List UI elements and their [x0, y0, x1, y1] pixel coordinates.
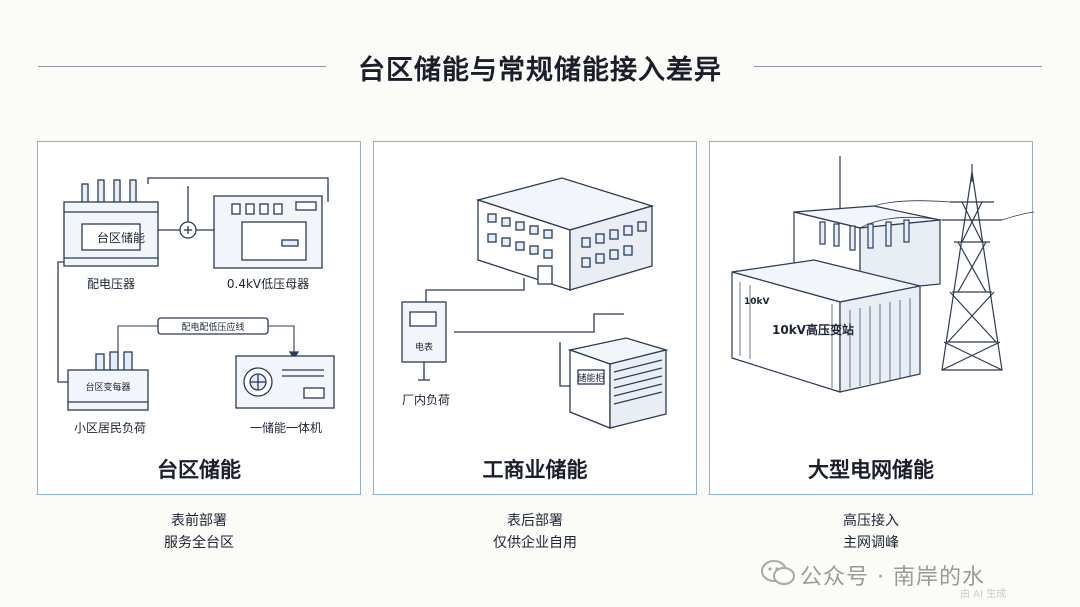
wechat-icon	[761, 560, 795, 585]
caption-line: 服务全台区	[164, 535, 234, 551]
watermark-text: 公众号 · 南岸的水	[800, 565, 985, 590]
factory-load-label: 厂内负荷	[402, 393, 450, 407]
container-small-label: 10kV	[744, 297, 770, 307]
lv-line-label: 配电配低压应线	[181, 321, 244, 333]
captions-grid: 高压接入 主网调峰	[791, 510, 951, 554]
transmission-tower	[859, 164, 1034, 371]
panel-title-district: 台区储能	[157, 458, 241, 482]
grid-storage-diagram: 10kV 10kV高压变站	[731, 156, 1034, 393]
panel-district-storage: 台区储能 配电压器 0.4kV低压母器 配电配低压应线 台区变每器 小区居民负荷…	[37, 141, 361, 495]
integrated-unit-label: 一储能一体机	[250, 420, 322, 435]
lv-line-label-box	[157, 317, 269, 335]
busbar-label: 0.4kV低压母器	[227, 277, 309, 291]
caption-line: 表前部署	[171, 513, 227, 529]
caption-line: 主网调峰	[843, 535, 899, 551]
watermark: 公众号 · 南岸的水 由 AI 生成	[760, 553, 1080, 600]
caption-line: 仅供企业自用	[493, 535, 577, 551]
title-row: 台区储能与常规储能接入差异	[0, 44, 1080, 88]
cabinet-left	[569, 349, 611, 429]
title-divider-right	[754, 66, 1042, 67]
title-divider-left	[38, 66, 326, 67]
commercial-storage-diagram: 电表 厂内负荷 储能柜	[401, 177, 669, 429]
panel-commercial-storage: 电表 厂内负荷 储能柜 工商业储能	[373, 141, 697, 495]
panel-grid-storage: 10kV 10kV高压变站 大型电网储能	[709, 141, 1034, 495]
meter-body	[401, 301, 447, 363]
caption-line: 高压接入	[843, 513, 899, 529]
transformer-insulators	[81, 179, 137, 205]
transformer-label: 配电压器	[87, 277, 135, 291]
container-big-label: 10kV高压变站	[772, 322, 854, 337]
residential-label: 小区居民负荷	[74, 421, 146, 435]
captions-commercial: 表后部署 仅供企业自用	[455, 510, 615, 554]
panel-title-commercial: 工商业储能	[482, 458, 588, 482]
panel-title-grid: 大型电网储能	[808, 458, 934, 482]
meter-label: 电表	[415, 341, 433, 353]
small-transformer-body	[67, 369, 149, 411]
cabinet-label: 储能柜	[577, 372, 604, 384]
captions-district: 表前部署 服务全台区	[119, 510, 279, 554]
small-transformer-label: 台区变每器	[85, 381, 130, 393]
ai-generated-tag: 由 AI 生成	[960, 589, 1007, 600]
storage-box-label: 台区储能	[97, 230, 145, 245]
district-storage-diagram: 台区储能 配电压器 0.4kV低压母器 配电配低压应线 台区变每器 小区居民负荷…	[57, 177, 335, 435]
page-title: 台区储能与常规储能接入差异	[358, 55, 722, 86]
caption-line: 表后部署	[507, 513, 563, 529]
